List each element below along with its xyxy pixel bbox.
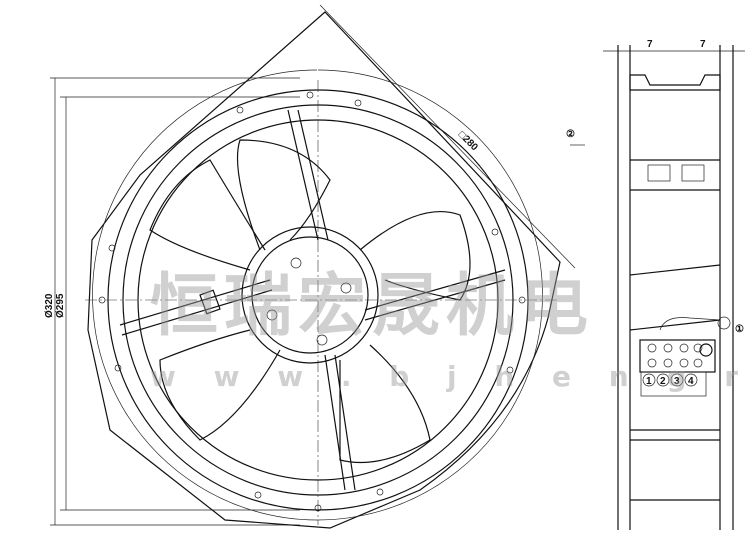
terminal-label: 4 (688, 376, 694, 387)
motor-hub (241, 226, 379, 364)
watermark-brand: 恒瑞宏晟机电 (150, 267, 595, 346)
support-struts (119, 109, 506, 491)
terminal-label: 3 (674, 376, 680, 387)
terminal-labels: 1 2 3 4 (642, 373, 698, 387)
inner-diameter-label: Ø295 (55, 293, 66, 318)
dimension-lines (50, 4, 576, 526)
right-depth-label: 7 (700, 39, 706, 50)
side-view (570, 45, 745, 530)
terminal-label: 2 (660, 376, 666, 387)
terminal-callout: ① (735, 324, 744, 335)
outer-diameter-label: Ø320 (44, 293, 55, 318)
square-size-label: □280 (456, 129, 480, 153)
watermark-url: w w w . b j h e n g r u i . c (150, 360, 750, 393)
airflow-callout: ② (566, 129, 575, 140)
mounting-holes (98, 91, 526, 512)
left-depth-label: 7 (647, 39, 653, 50)
terminal-label: 1 (646, 376, 652, 387)
fan-blades (149, 139, 471, 464)
